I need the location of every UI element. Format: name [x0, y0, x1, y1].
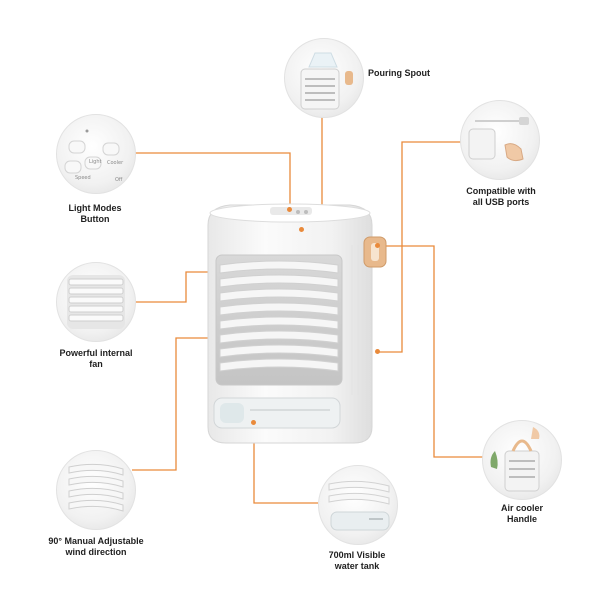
light-modes-label: Light Modes Button: [68, 203, 122, 224]
pouring-spout-image: [300, 52, 353, 110]
button-speed-text: Speed: [75, 175, 91, 181]
anchor-dot-tank: [251, 420, 256, 425]
button-cooler-text: Cooler: [107, 160, 124, 166]
handle-label: Air cooler Handle: [500, 503, 543, 524]
connector-usb: [378, 141, 462, 353]
wind-direction-thumbnail: [56, 450, 136, 530]
water-tank-image: [328, 480, 390, 531]
light-modes-thumbnail: Light Cooler Speed Off: [56, 114, 136, 194]
fan-thumbnail: [56, 262, 136, 342]
water-tank-label: 700ml Visible water tank: [328, 550, 386, 571]
louver-image: [68, 463, 124, 512]
usb-thumbnail: [460, 100, 540, 180]
wind-direction-label: 90° Manual Adjustable wind direction: [48, 536, 144, 557]
usb-cable-image: [468, 117, 529, 162]
water-tank-thumbnail: [318, 465, 398, 545]
anchor-dot-handle: [375, 243, 380, 248]
fan-label: Powerful internal fan: [59, 348, 133, 369]
carry-handle-image: [490, 427, 540, 492]
pouring-spout-label: Pouring Spout: [368, 68, 430, 78]
connector-tank: [253, 424, 318, 504]
button-off-text: Off: [115, 177, 123, 183]
anchor-dot-usb: [375, 349, 380, 354]
handle-thumbnail: [482, 420, 562, 500]
pouring-spout-thumbnail: [284, 38, 364, 118]
anchor-dot-spout: [299, 227, 304, 232]
fan-grill-image: [67, 275, 125, 329]
anchor-dot-light: [287, 207, 292, 212]
connector-handle: [380, 245, 485, 458]
button-panel-image: Light Cooler Speed Off: [64, 129, 124, 183]
air-cooler-device: [207, 203, 387, 444]
connector-light-modes: [133, 152, 291, 210]
usb-label: Compatible with all USB ports: [466, 186, 536, 207]
button-light-text: Light: [89, 159, 102, 165]
